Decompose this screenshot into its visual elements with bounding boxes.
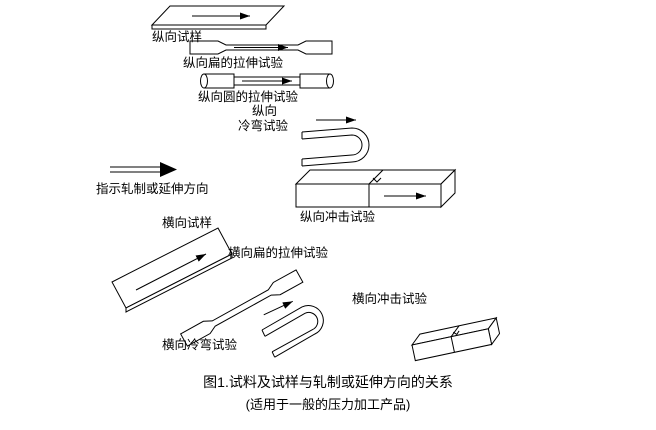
round-grip-left (203, 73, 235, 89)
label-longitudinal-impact: 纵向冲击试验 (300, 210, 376, 224)
transverse-impact-specimen (410, 316, 501, 362)
figure-caption-title: 图1.试料及试样与轧制或延伸方向的关系 (203, 374, 453, 390)
bend-end-cap (261, 329, 266, 337)
bar-front-face (411, 328, 493, 362)
bend-end-cap (271, 351, 276, 358)
longitudinal-specimen-plate (150, 5, 286, 30)
label-direction-note: 指示轧制或延伸方向 (96, 182, 209, 196)
label-transverse-bend: 横向冷弯试验 (162, 338, 238, 352)
label-transverse-specimen: 横向试样 (162, 216, 213, 230)
longitudinal-impact-specimen (294, 168, 457, 209)
label-longitudinal-round-tensile: 纵向圆的拉伸试验 (198, 90, 299, 104)
label-longitudinal-specimen: 纵向试样 (152, 30, 203, 44)
bend-outer-surface (261, 305, 324, 358)
longitudinal-round-tensile-specimen (200, 73, 334, 89)
specimen-direction-arrow (135, 253, 207, 291)
arrow-head (160, 162, 177, 177)
v-notch (372, 177, 382, 183)
plate-thickness (151, 24, 267, 30)
notch-line-top (368, 169, 384, 185)
plate-top-face (111, 227, 233, 309)
notch-line-top (450, 325, 460, 337)
round-grip-left-cap (200, 73, 208, 89)
flat-dogbone-outline (179, 269, 304, 347)
bend-outer-surface (301, 127, 370, 167)
longitudinal-flat-tensile-specimen (189, 40, 333, 55)
rolling-direction-arrow (110, 162, 177, 177)
label-longitudinal-bend-line1: 纵向 (252, 104, 278, 118)
specimen-direction-arrow (263, 300, 293, 316)
v-notch (452, 330, 460, 336)
label-longitudinal-bend-line2: 冷弯试验 (238, 119, 289, 133)
label-transverse-impact: 横向冲击试验 (352, 292, 428, 306)
label-transverse-flat-tensile: 横向扁的拉伸试验 (228, 246, 329, 260)
label-longitudinal-flat-tensile: 纵向扁的拉伸试验 (183, 56, 284, 70)
transverse-specimen-plate (111, 227, 233, 313)
plate-thickness (125, 253, 233, 313)
figure-caption-subtitle: (适用于一般的压力加工产品) (245, 397, 411, 412)
round-grip-right-cap (326, 73, 334, 89)
transverse-flat-tensile-specimen (179, 269, 304, 347)
round-grip-right (299, 73, 331, 89)
longitudinal-bend-specimen (301, 116, 370, 167)
bend-inner-surface (264, 311, 319, 353)
notch-line-front (450, 336, 455, 353)
transverse-bend-specimen (261, 300, 324, 358)
bend-inner-surface (301, 134, 363, 160)
